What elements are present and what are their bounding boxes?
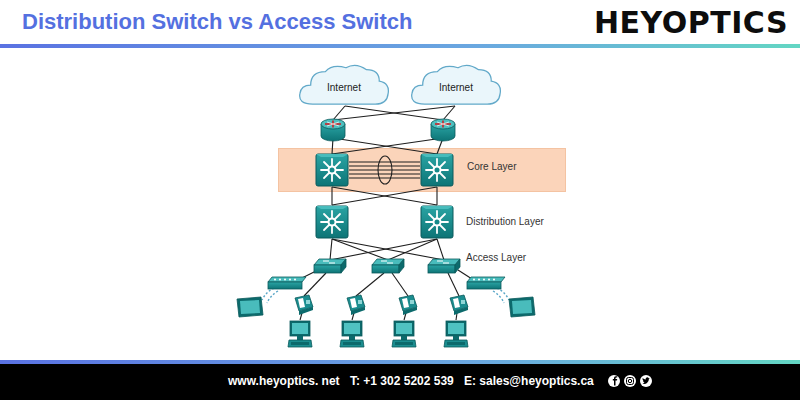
layer-label: Access Layer [466, 252, 526, 263]
cloud-label: Internet [327, 82, 361, 93]
email: E: sales@heyoptics.ca [464, 374, 594, 388]
page-title: Distribution Switch vs Access Switch [22, 9, 412, 35]
cloud-label: Internet [439, 82, 473, 93]
website: www.heyoptics. net [228, 374, 340, 388]
brand-logo: HEYOPTICS [594, 5, 788, 40]
internet-cloud: Internet [407, 62, 505, 110]
internet-cloud: Internet [295, 62, 393, 110]
layer-label: Core Layer [467, 161, 516, 172]
layer-label: Distribution Layer [466, 216, 544, 227]
phone-number: T: +1 302 5202 539 [350, 374, 454, 388]
